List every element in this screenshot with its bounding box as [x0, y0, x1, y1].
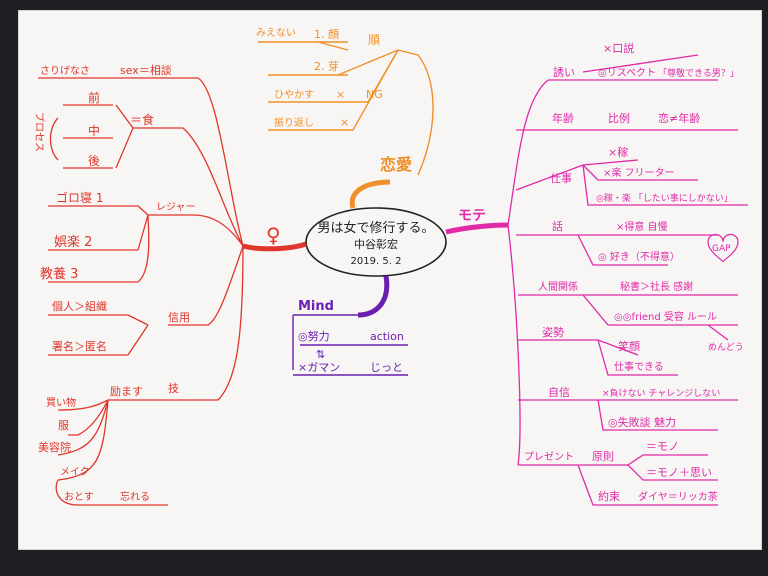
mind-item-1-value: action — [370, 330, 404, 343]
mote-relations-c: めんどう — [708, 342, 744, 353]
mind-item-3-label: ×ガマン — [298, 361, 340, 374]
mote-present-promise: 約束 — [598, 489, 620, 503]
mind-item-1-label: ◎努力 — [298, 329, 330, 343]
woman-process-item-3: 後 — [88, 154, 100, 168]
mote-confidence-a: ×負けない チャレンジしない — [602, 387, 720, 399]
mote-present-p1: ダイヤ＝リッカ茶 — [638, 490, 718, 503]
center-title: 男は女で修行する。 — [317, 220, 434, 236]
love-item-4-mid: × — [340, 116, 349, 129]
mote-posture-a: 笑顔 — [618, 339, 640, 353]
woman-leisure-label: レジャー — [156, 202, 196, 213]
love-item-1-mid: 1. 顔 — [314, 27, 339, 41]
mote-age-label: 年齢 — [552, 111, 574, 125]
love-title: 恋愛 — [380, 155, 412, 174]
mote-present-r2: ＝モノ＋思い — [646, 466, 712, 479]
mote-talk-label: 誘い — [553, 66, 575, 79]
mote-speech-label: 話 — [552, 219, 563, 233]
mote-age-a: 比例 — [608, 111, 630, 125]
mind-map-paper: 男は女で修行する。 中谷彰宏 2019. 5. 2 恋愛 みえない 1. 顔 順… — [18, 10, 762, 550]
woman-process-label: プロセス — [33, 112, 45, 152]
mote-relations-b: ◎◎friend 受容 ルール — [614, 310, 717, 323]
woman-title: ♀ — [266, 223, 281, 247]
mote-speech-gap: GAP — [712, 244, 731, 254]
woman-trust-item-2: 署名＞匿名 — [52, 339, 107, 353]
branch-love — [258, 41, 434, 209]
mote-title: モテ — [458, 208, 486, 224]
woman-skill-sub-2: 忘れる — [120, 490, 150, 503]
mote-work-item-3: ◎稼・楽 「したい事にしかない」 — [596, 192, 733, 204]
center-ellipse — [305, 207, 447, 277]
mote-present-r1: ＝モノ — [646, 440, 679, 453]
mote-present-rule: 原則 — [592, 450, 614, 463]
woman-leisure-item-1: ゴロ寝 1 — [56, 190, 103, 205]
woman-trust-item-1: 個人＞組織 — [52, 300, 107, 313]
mind-map: 男は女で修行する。 中谷彰宏 2019. 5. 2 恋愛 みえない 1. 顔 順… — [33, 27, 748, 506]
woman-skill-item-4: メイク — [60, 466, 90, 478]
mote-work-label: 仕事 — [550, 172, 572, 185]
mote-talk-a: ×口説 — [603, 41, 634, 55]
mote-confidence-b: ◎失敗談 魅力 — [608, 415, 676, 429]
mind-item-2-label: ⇅ — [316, 348, 325, 361]
woman-leisure-item-2: 娯楽 2 — [54, 234, 92, 250]
mote-work-item-2: ×楽 フリーター — [603, 166, 675, 179]
mote-relations-label: 人間関係 — [538, 281, 578, 293]
woman-trust-label: 信用 — [168, 311, 190, 324]
love-item-3-left: ひやかす — [274, 89, 314, 101]
branch-mind — [292, 275, 408, 376]
mote-relations-a: 秘書＞社長 感謝 — [620, 280, 693, 293]
woman-process-item-1: 前 — [88, 90, 100, 105]
mote-speech-b: ◎ 好き（不得意） — [598, 250, 680, 263]
love-item-3-mid: × — [336, 88, 345, 101]
mind-item-3-value: じっと — [370, 361, 403, 374]
center-author: 中谷彰宏 — [354, 237, 398, 251]
mote-posture-b: 仕事できる — [614, 360, 664, 373]
woman-skill-sub-1: おとす — [64, 491, 94, 503]
woman-skill-item-2: 服 — [58, 419, 69, 432]
love-item-4-left: 振り返し — [274, 116, 314, 129]
love-item-2-mid: 2. 芽 — [314, 59, 339, 73]
mote-speech-a: ×得意 自慢 — [616, 220, 668, 233]
love-item-1-left: みえない — [256, 27, 296, 39]
mote-confidence-label: 自信 — [548, 386, 570, 399]
love-item-1-right: 順 — [368, 33, 380, 47]
woman-process-eq: ＝食 — [130, 112, 154, 127]
woman-skill-item-3: 美容院 — [38, 440, 71, 454]
woman-leisure-item-3: 教養 3 — [40, 266, 78, 282]
mind-title: Mind — [298, 299, 334, 314]
center-date: 2019. 5. 2 — [351, 256, 402, 267]
woman-skill-item-1: 買い物 — [46, 396, 76, 409]
woman-skill-label: 技 — [168, 382, 179, 395]
mote-present-label: プレゼント — [524, 451, 574, 463]
woman-skill-effort: 励ます — [110, 385, 143, 398]
woman-sex-right: sex＝相談 — [120, 63, 172, 77]
gap-heart — [707, 233, 739, 263]
love-item-3-right: NG — [366, 88, 383, 101]
woman-process-item-2: 中 — [88, 123, 100, 138]
mote-work-item-1: ×稼 — [608, 145, 628, 159]
branch-mote — [445, 54, 748, 506]
woman-sex-left: さりげなさ — [40, 65, 90, 77]
mote-talk-b: ◎リスペクト — [598, 67, 656, 79]
branch-woman — [38, 77, 307, 506]
mote-posture-label: 姿勢 — [542, 325, 564, 339]
mote-talk-quote: 「尊敬できる男？」 — [658, 67, 739, 79]
mote-age-b: 恋≠年齢 — [658, 111, 700, 125]
